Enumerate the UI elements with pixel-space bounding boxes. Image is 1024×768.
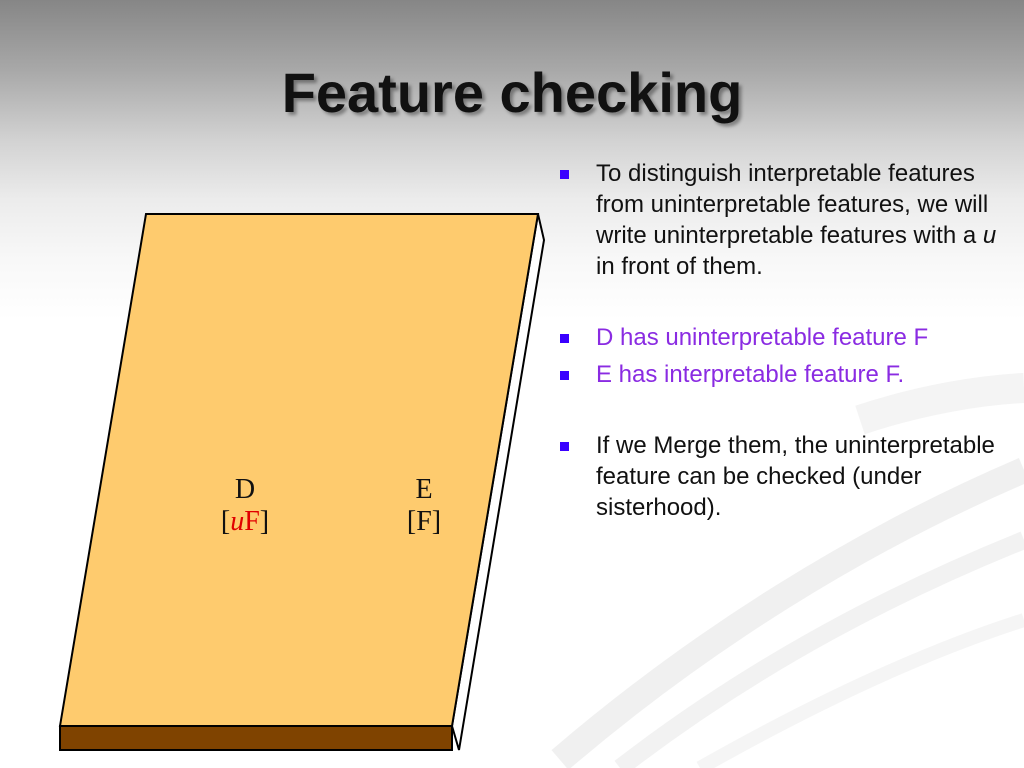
bullet-text: D has uninterpretable feature F — [596, 324, 929, 351]
bullet-list: To distinguish interpretable features fr… — [556, 158, 1006, 523]
node-d: D [uF] — [195, 474, 295, 538]
plane-top-face — [58, 213, 540, 727]
bullet-text: If we Merge them, the uninterpretable fe… — [596, 432, 995, 521]
node-d-feature-name: F — [244, 506, 260, 537]
node-d-feature-u-prefix: u — [230, 506, 245, 537]
node-e-label: E — [415, 474, 433, 505]
bullet-item: To distinguish interpretable features fr… — [556, 158, 1006, 282]
node-d-label: D — [234, 474, 256, 505]
bullet-text-italic: u — [982, 222, 997, 249]
bullet-text: E has interpretable feature F. — [596, 361, 905, 388]
square-bullet-icon — [560, 334, 569, 343]
bullet-item: If we Merge them, the uninterpretable fe… — [556, 430, 1006, 523]
bullet-text-end: in front of them. — [596, 253, 763, 280]
node-d-feature: [uF] — [195, 506, 295, 538]
node-d-feature-close-bracket: ] — [259, 506, 270, 537]
square-bullet-icon — [560, 371, 569, 380]
square-bullet-icon — [560, 442, 569, 451]
bullet-text: To distinguish interpretable features fr… — [596, 160, 989, 249]
plane-bottom-edge — [59, 725, 453, 751]
bullet-item: D has uninterpretable feature F — [556, 322, 1006, 353]
node-d-feature-uninterpretable: uF — [230, 506, 260, 537]
node-e-feature: [F] — [406, 506, 442, 537]
slide-title: Feature checking — [281, 61, 743, 124]
bullet-item: E has interpretable feature F. — [556, 359, 1006, 390]
square-bullet-icon — [560, 170, 569, 179]
node-d-feature-open-bracket: [ — [220, 506, 231, 537]
node-e: E [F] — [374, 474, 474, 538]
